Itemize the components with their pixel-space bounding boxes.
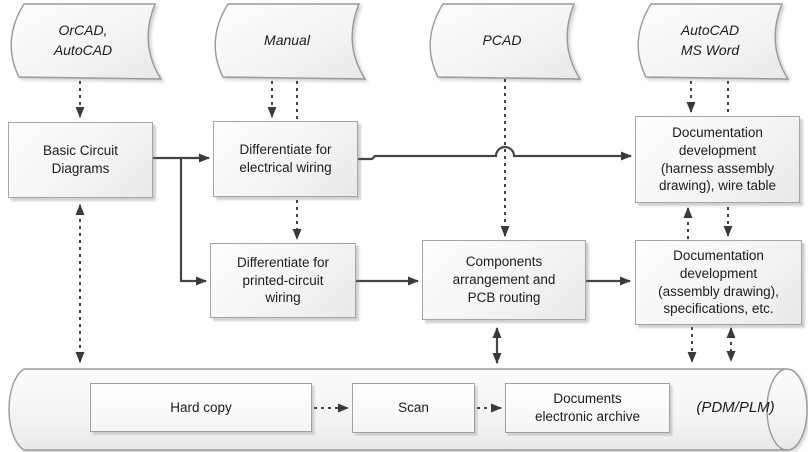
process-differentiate-printed-circuit: Differentiate for printed-circuit wiring [210, 243, 356, 318]
source-label-autocad-msword: AutoCAD MS Word [637, 10, 783, 70]
process-documentation-assembly: Documentation development (assembly draw… [635, 240, 802, 325]
source-label-text: PCAD [482, 31, 522, 48]
process-components-arrangement: Components arrangement and PCB routing [422, 240, 586, 320]
archive-box-label: Documents electronic archive [534, 391, 641, 424]
pdm-plm-label: (PDM/PLM) [683, 393, 788, 421]
source-label-text: AutoCAD MS Word [680, 21, 740, 58]
process-documentation-harness: Documentation development (harness assem… [635, 116, 800, 203]
source-shape-manual [214, 3, 367, 80]
source-shape-pcad [429, 3, 582, 80]
process-label: Documentation development (assembly draw… [658, 247, 779, 317]
process-label: Differentiate for electrical wiring [239, 142, 332, 175]
connector-electrical-to-doc-harness [358, 145, 632, 161]
scan-box: Scan [352, 383, 475, 433]
process-label: Components arrangement and PCB routing [452, 254, 556, 305]
source-shape-autocad-msword [637, 3, 790, 80]
source-label-manual: Manual [214, 10, 360, 70]
process-basic-circuit-diagrams: Basic Circuit Diagrams [8, 122, 153, 198]
source-shape-orcad-autocad [10, 3, 163, 80]
source-label-pcad: PCAD [429, 10, 575, 70]
archive-cylinder-cap [766, 368, 808, 451]
pdm-plm-text: (PDM/PLM) [696, 398, 775, 416]
process-label: Basic Circuit Diagrams [42, 143, 118, 176]
electronic-archive-box: Documents electronic archive [505, 383, 670, 433]
source-label-text: OrCAD, AutoCAD [53, 21, 113, 58]
process-differentiate-electrical-wiring: Differentiate for electrical wiring [213, 121, 358, 197]
archive-box-label: Hard copy [170, 399, 232, 415]
source-label-orcad-autocad: OrCAD, AutoCAD [10, 10, 156, 70]
archive-box-label: Scan [398, 400, 429, 416]
process-label: Documentation development (harness assem… [658, 124, 777, 194]
connector-basic-branch-to-printed [179, 158, 207, 286]
hard-copy-box: Hard copy [90, 383, 312, 432]
process-label: Differentiate for printed-circuit wiring [236, 254, 330, 306]
source-label-text: Manual [264, 31, 310, 48]
